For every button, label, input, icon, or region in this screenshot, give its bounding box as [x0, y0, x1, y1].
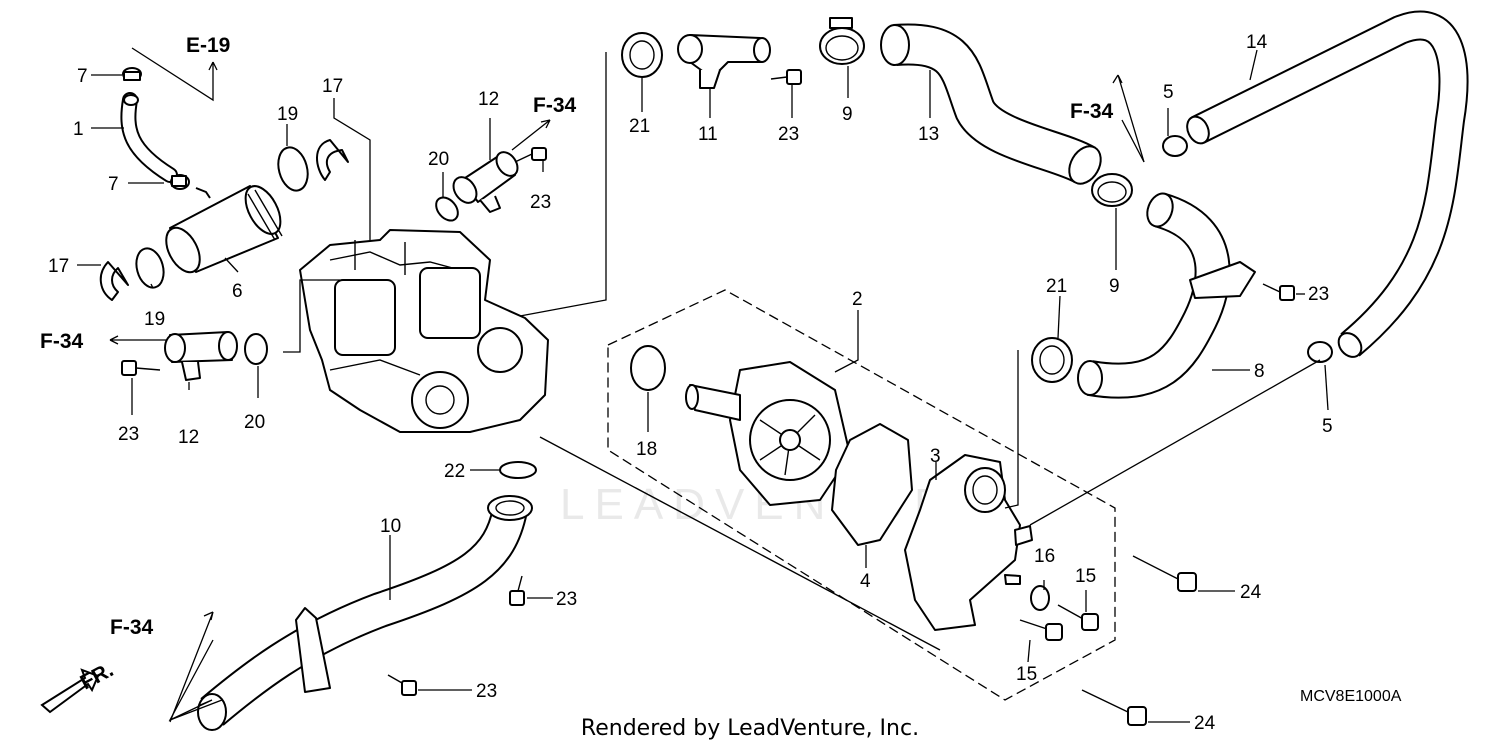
ref-label-e19: E-19 — [186, 34, 230, 57]
part-1-small-hose — [120, 92, 178, 183]
callout-23-b: 23 — [778, 124, 799, 145]
part-14-long-hose — [1186, 10, 1469, 358]
front-direction-arrow: FR. — [40, 658, 117, 714]
footer-credit: Rendered by LeadVenture, Inc. — [580, 716, 920, 741]
callout-23-f: 23 — [476, 681, 497, 702]
part-12-joint-upper — [452, 151, 519, 213]
assembly-box — [607, 289, 1116, 701]
part-23-bolt-c — [121, 360, 161, 376]
callout-5-upper: 5 — [1163, 82, 1174, 103]
part-23-bolt-b — [770, 69, 802, 85]
callout-21-upper: 21 — [629, 116, 650, 137]
part-15-bolt-a — [1057, 604, 1099, 631]
callout-17-lower: 17 — [48, 256, 69, 277]
callout-1: 1 — [73, 119, 84, 140]
callout-19-lower: 19 — [144, 309, 165, 330]
ref-label-f34-c: F-34 — [1070, 100, 1114, 123]
ref-label-f34-b: F-34 — [40, 330, 84, 353]
part-17-clip-lower — [99, 261, 129, 301]
part-20-o-ring-upper — [435, 196, 459, 222]
callout-20-upper: 20 — [428, 149, 449, 170]
part-23-bolt-f — [387, 674, 417, 696]
part-5-clamp-lower — [1307, 341, 1333, 363]
callout-3: 3 — [930, 446, 941, 467]
callout-14: 14 — [1246, 32, 1268, 53]
callout-15-lower: 15 — [1016, 664, 1037, 685]
callout-24-lower: 24 — [1194, 713, 1216, 734]
part-21-seal-lower — [1031, 337, 1073, 383]
callout-7-lower: 7 — [108, 174, 119, 195]
callout-13: 13 — [918, 124, 939, 145]
part-18-o-ring — [630, 345, 666, 391]
diagram-code: MCV8E1000A — [1300, 688, 1402, 705]
callout-23-c: 23 — [118, 424, 139, 445]
part-23-bolt-d — [1262, 283, 1295, 301]
callout-22: 22 — [444, 461, 465, 482]
callout-12-upper: 12 — [478, 89, 499, 110]
leader-lines — [77, 47, 1329, 723]
part-19-o-ring-lower — [135, 247, 165, 289]
callout-19-upper: 19 — [277, 104, 298, 125]
part-13-hose — [880, 23, 1102, 185]
callout-23-d: 23 — [1308, 284, 1329, 305]
callout-12-lower: 12 — [178, 427, 199, 448]
part-24-bolt-a — [1132, 555, 1197, 592]
part-6-pipe — [165, 185, 283, 274]
callout-2: 2 — [852, 289, 863, 310]
part-5-clamp-upper — [1162, 135, 1188, 157]
part-20-o-ring-lower — [244, 333, 268, 365]
part-22-circlip — [499, 461, 537, 479]
part-7-clip-upper — [122, 67, 142, 81]
part-9-clamp-middle — [1091, 173, 1133, 207]
part-11-hose-joint — [677, 34, 771, 89]
callout-11: 11 — [698, 124, 718, 145]
part-17-clip-upper — [316, 139, 349, 181]
callout-23-e: 23 — [556, 589, 577, 610]
callout-24-upper: 24 — [1240, 582, 1262, 603]
callout-15-upper: 15 — [1075, 566, 1096, 587]
part-7-clip-lower — [170, 174, 190, 190]
callout-10: 10 — [380, 516, 401, 537]
part-8-hose — [1077, 192, 1256, 399]
part-24-bolt-b — [1081, 689, 1147, 726]
ref-label-f34-a: F-34 — [533, 94, 577, 117]
part-23-bolt-e — [509, 575, 525, 606]
callout-18: 18 — [636, 439, 657, 460]
part-23-bolt-a — [514, 147, 547, 163]
callout-5-lower: 5 — [1322, 416, 1333, 437]
part-19-o-ring-upper — [277, 146, 309, 192]
part-15-bolt-b — [1019, 619, 1063, 641]
callout-4: 4 — [860, 571, 871, 592]
callout-9-upper: 9 — [842, 104, 853, 125]
callout-6: 6 — [232, 281, 243, 302]
part-2-water-pump — [685, 361, 851, 506]
part-16-washer — [1030, 585, 1050, 611]
part-9-clamp-upper — [819, 17, 865, 65]
callout-23-a: 23 — [530, 192, 551, 213]
engine-illustration — [299, 229, 549, 433]
callout-8: 8 — [1254, 361, 1265, 382]
part-3-pump-cover — [904, 454, 1033, 631]
part-21-seal-upper — [621, 32, 663, 78]
part-10-pipe — [197, 495, 533, 731]
callout-20-lower: 20 — [244, 412, 265, 433]
ref-label-f34-d: F-34 — [110, 616, 154, 639]
part-4-gasket — [831, 423, 913, 546]
callout-16: 16 — [1034, 546, 1055, 567]
callout-9-middle: 9 — [1109, 276, 1120, 297]
part-12-joint-lower — [164, 331, 238, 381]
callout-17-upper: 17 — [322, 76, 343, 97]
callout-21-lower: 21 — [1046, 276, 1067, 297]
callout-7-upper: 7 — [77, 66, 88, 87]
